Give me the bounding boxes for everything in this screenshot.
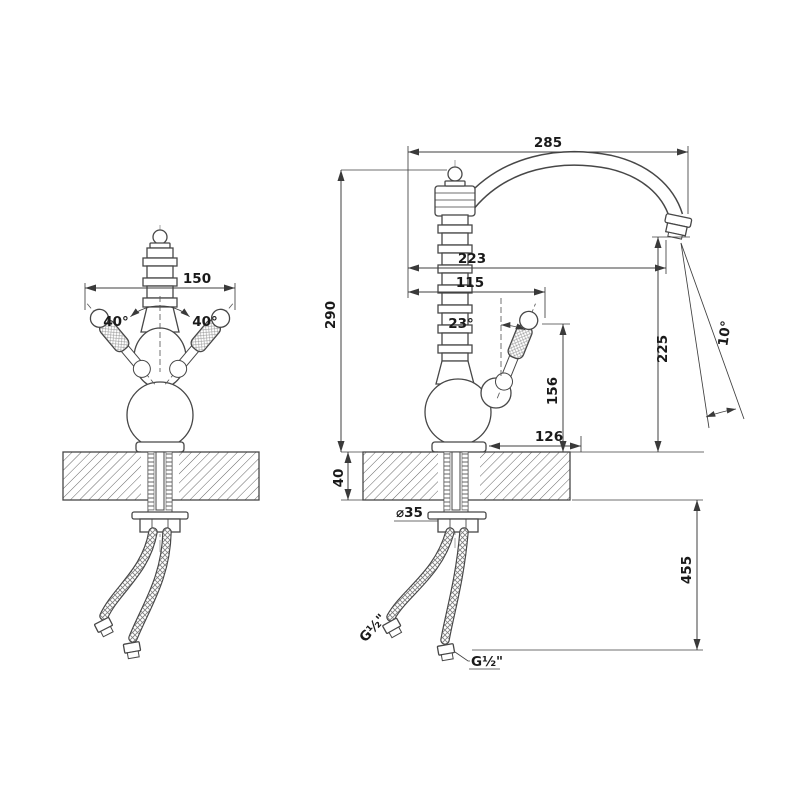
dim-223-label: 223 bbox=[458, 251, 486, 267]
dim-455-label: 455 bbox=[679, 556, 695, 584]
dim-455: 455 bbox=[472, 499, 703, 651]
spout bbox=[464, 150, 684, 219]
front-base-flange bbox=[135, 441, 185, 453]
side-mounting-nut bbox=[437, 518, 479, 533]
hose-fitting-front-b bbox=[122, 641, 142, 660]
thread-labels: G½" G½" bbox=[356, 611, 503, 670]
hole-diameter-label: ⌀35 bbox=[396, 505, 423, 521]
dim-126: 126 bbox=[489, 429, 582, 452]
hose-fitting-side-a bbox=[382, 617, 403, 639]
dim-156-label: 156 bbox=[545, 377, 561, 405]
dim-290: 290 bbox=[323, 169, 447, 453]
dim-223: 223 bbox=[408, 240, 667, 274]
side-finial-knob bbox=[447, 166, 463, 182]
side-body bbox=[424, 360, 512, 453]
thread-label-b: G½" bbox=[471, 654, 503, 670]
finial-knob bbox=[152, 229, 168, 245]
angle-right-label: 40° bbox=[192, 314, 218, 330]
dim-150-label: 150 bbox=[183, 271, 211, 287]
dim-225-label: 225 bbox=[655, 335, 671, 363]
side-view: 23° 10° 285 223 115 bbox=[323, 135, 745, 670]
side-handle-angle-annotation: 23° bbox=[448, 298, 526, 378]
angle-left-label: 40° bbox=[103, 314, 129, 330]
mounting-nut bbox=[139, 518, 181, 533]
dim-285-label: 285 bbox=[534, 135, 562, 151]
front-angle-annotation: 40° 40° bbox=[103, 296, 218, 372]
aerator bbox=[664, 213, 693, 240]
hose-fitting-front-a bbox=[94, 616, 114, 638]
dim-225: 225 bbox=[570, 236, 704, 453]
dim-285: 285 bbox=[407, 135, 689, 298]
front-mounting bbox=[131, 451, 189, 533]
spout-angle-annotation: 10° bbox=[680, 242, 745, 429]
handle-left bbox=[84, 301, 156, 385]
handle-side bbox=[494, 303, 539, 399]
dim-40-label: 40 bbox=[331, 469, 347, 488]
dim-156: 156 bbox=[542, 323, 570, 452]
dim-115-label: 115 bbox=[456, 275, 484, 291]
side-mounting-washer bbox=[427, 511, 487, 520]
dim-40: 40 bbox=[331, 452, 363, 501]
handle-right bbox=[164, 301, 236, 385]
spout-drum bbox=[434, 185, 476, 217]
front-column bbox=[142, 247, 178, 308]
front-width-dimension: 150 bbox=[84, 271, 236, 310]
hose-fitting-side-b bbox=[436, 643, 456, 662]
side-hoses bbox=[382, 527, 469, 662]
dim-290-label: 290 bbox=[323, 301, 339, 329]
front-hoses bbox=[94, 527, 172, 660]
angle-10-label: 10° bbox=[715, 320, 734, 348]
dim-126-label: 126 bbox=[535, 429, 563, 445]
dim-115: 115 bbox=[408, 275, 546, 318]
side-base-flange bbox=[431, 441, 487, 453]
angle-23-label: 23° bbox=[448, 316, 474, 332]
front-body-ball bbox=[126, 381, 194, 449]
front-view: 40° 40° 150 bbox=[62, 225, 260, 660]
mounting-washer bbox=[131, 511, 189, 520]
